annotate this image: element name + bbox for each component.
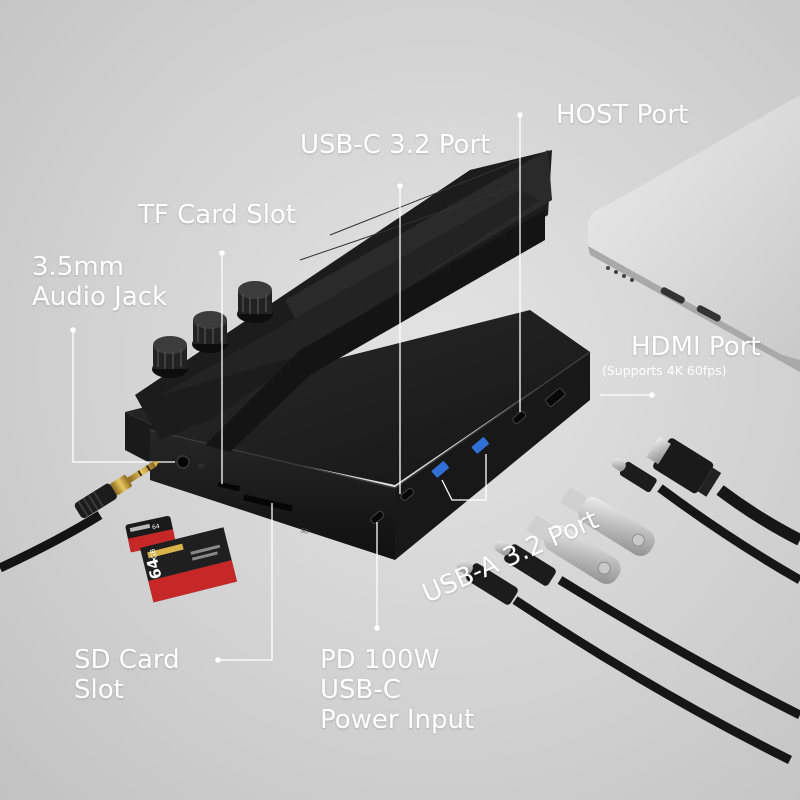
- label-sd-card-slot: SD Card Slot: [74, 645, 180, 705]
- volume-knobs: [152, 281, 273, 378]
- label-host-port: HOST Port: [556, 100, 689, 130]
- docking-station: SD: [125, 150, 591, 560]
- host-port: [512, 410, 527, 424]
- sd-slot: [243, 494, 293, 512]
- usbc-port: [400, 487, 415, 501]
- label-tf-card-slot: TF Card Slot: [138, 200, 297, 230]
- label-pd-power: PD 100W USB-C Power Input: [320, 645, 475, 735]
- usba-port-2: [471, 437, 489, 454]
- label-audio-jack: 3.5mm Audio Jack: [32, 252, 168, 312]
- audio-cable: [0, 461, 160, 573]
- audio-jack-port: [176, 455, 190, 469]
- cables: [456, 436, 800, 765]
- laptop-side-ports: [606, 266, 721, 322]
- label-usb-c-port: USB-C 3.2 Port: [300, 130, 491, 160]
- hdmi-port: [545, 387, 566, 407]
- label-hdmi-port: HDMI Port: [631, 332, 761, 362]
- pd-usbc-port: [370, 510, 385, 524]
- sd-capacity: 64: [143, 556, 166, 581]
- usba-port-1: [431, 461, 449, 478]
- micro-sd-capacity: 64: [151, 523, 160, 531]
- label-hdmi-note: (Supports 4K 60fps): [602, 363, 727, 378]
- callout-lines: [72, 115, 650, 661]
- callout-dots: [70, 112, 655, 663]
- laptop: [588, 95, 800, 372]
- sd-marking: SD: [300, 527, 310, 536]
- tf-slot: [217, 481, 240, 492]
- sd-card: 64 GB: [140, 527, 237, 603]
- front-ports: SD: [176, 387, 566, 536]
- sd-capacity-unit: GB: [149, 548, 159, 560]
